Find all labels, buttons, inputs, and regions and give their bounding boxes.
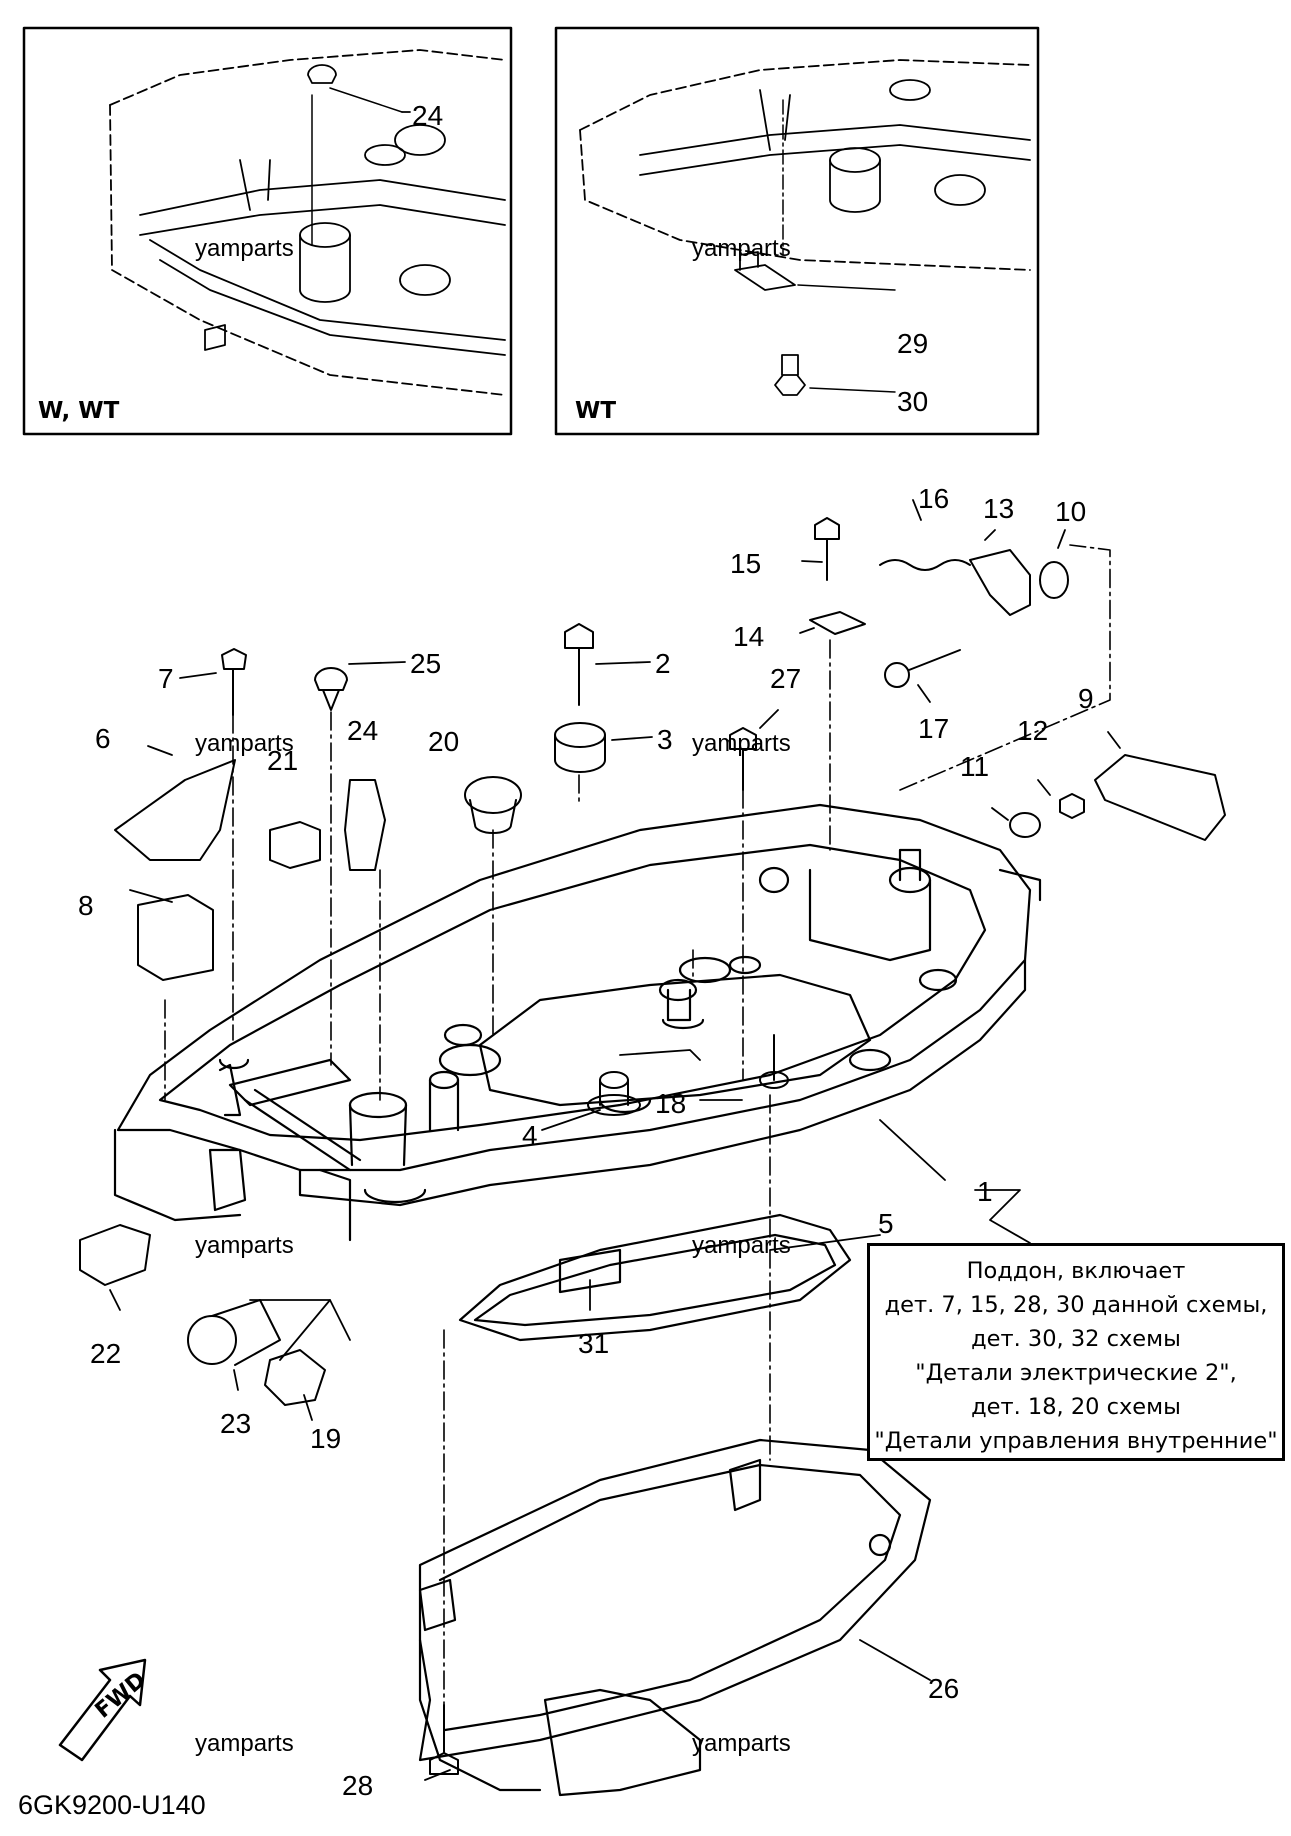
bottom-cowling-pan bbox=[113, 803, 1042, 1342]
inset-label-w-wt: W, WT bbox=[38, 398, 120, 424]
callout-15: 15 bbox=[730, 548, 762, 579]
watermark: yamparts bbox=[195, 235, 294, 262]
callout-26: 26 bbox=[928, 1673, 960, 1704]
inset-frame-w-wt bbox=[22, 26, 513, 436]
lower-cover-26 bbox=[418, 1438, 932, 1797]
watermark: yamparts bbox=[692, 1232, 791, 1259]
note-box: Поддон, включает дет. 7, 15, 28, 30 данн… bbox=[867, 1243, 1285, 1461]
watermark: yamparts bbox=[692, 730, 791, 757]
callout-20: 20 bbox=[428, 726, 460, 757]
callout-24: 24 bbox=[347, 715, 379, 746]
note-line: "Детали электрические 2", bbox=[915, 1360, 1237, 1386]
callout-16: 16 bbox=[918, 483, 950, 514]
inset-frame-wt bbox=[554, 26, 1040, 436]
callout-8: 8 bbox=[78, 890, 94, 921]
callout-4: 4 bbox=[522, 1120, 538, 1151]
note-line: дет. 18, 20 схемы bbox=[971, 1394, 1181, 1420]
note-line: дет. 7, 15, 28, 30 данной схемы, bbox=[884, 1292, 1268, 1318]
small-parts bbox=[79, 517, 1226, 1775]
note-line: дет. 30, 32 схемы bbox=[971, 1326, 1181, 1352]
callout-3: 3 bbox=[657, 724, 673, 755]
callout-23: 23 bbox=[220, 1408, 252, 1439]
leader-lines bbox=[109, 111, 1121, 1781]
inset-1-sketch bbox=[109, 49, 506, 396]
watermark: yamparts bbox=[195, 1730, 294, 1757]
note-line: "Детали управления внутренние" bbox=[874, 1428, 1278, 1454]
assembly-lines bbox=[164, 544, 1111, 1706]
note-line: Поддон, включает bbox=[966, 1258, 1186, 1284]
callout-13: 13 bbox=[983, 493, 1015, 524]
callout-31: 31 bbox=[578, 1328, 610, 1359]
callout-5: 5 bbox=[878, 1208, 894, 1239]
callout-22: 22 bbox=[90, 1338, 122, 1369]
callout-11: 11 bbox=[960, 751, 990, 782]
callout-7: 7 bbox=[158, 663, 174, 694]
callout-12: 12 bbox=[1017, 715, 1049, 746]
callout-24-inset: 24 bbox=[412, 100, 444, 131]
callout-6: 6 bbox=[95, 723, 111, 754]
watermark: yamparts bbox=[692, 1730, 791, 1757]
callout-28: 28 bbox=[342, 1770, 374, 1801]
callout-2: 2 bbox=[655, 648, 671, 679]
inset-label-wt: WT bbox=[575, 398, 617, 424]
callout-17: 17 bbox=[918, 713, 950, 744]
callout-18: 18 bbox=[655, 1088, 687, 1119]
drawing-code: 6GK9200-U140 bbox=[18, 1790, 206, 1820]
watermark: yamparts bbox=[692, 235, 791, 262]
callout-14: 14 bbox=[733, 621, 765, 652]
callout-9: 9 bbox=[1078, 683, 1094, 714]
callout-10: 10 bbox=[1055, 496, 1087, 527]
callout-25: 25 bbox=[410, 648, 442, 679]
callout-1: 1 bbox=[977, 1176, 993, 1207]
watermark: yamparts bbox=[195, 730, 294, 757]
fwd-arrow bbox=[58, 1658, 147, 1762]
callout-30: 30 bbox=[897, 386, 929, 417]
inset-2-sketch bbox=[579, 59, 1031, 396]
watermark: yamparts bbox=[195, 1232, 294, 1259]
callout-27: 27 bbox=[770, 663, 802, 694]
callout-19: 19 bbox=[310, 1423, 342, 1454]
callout-29: 29 bbox=[897, 328, 929, 359]
callout-21: 21 bbox=[267, 745, 299, 776]
